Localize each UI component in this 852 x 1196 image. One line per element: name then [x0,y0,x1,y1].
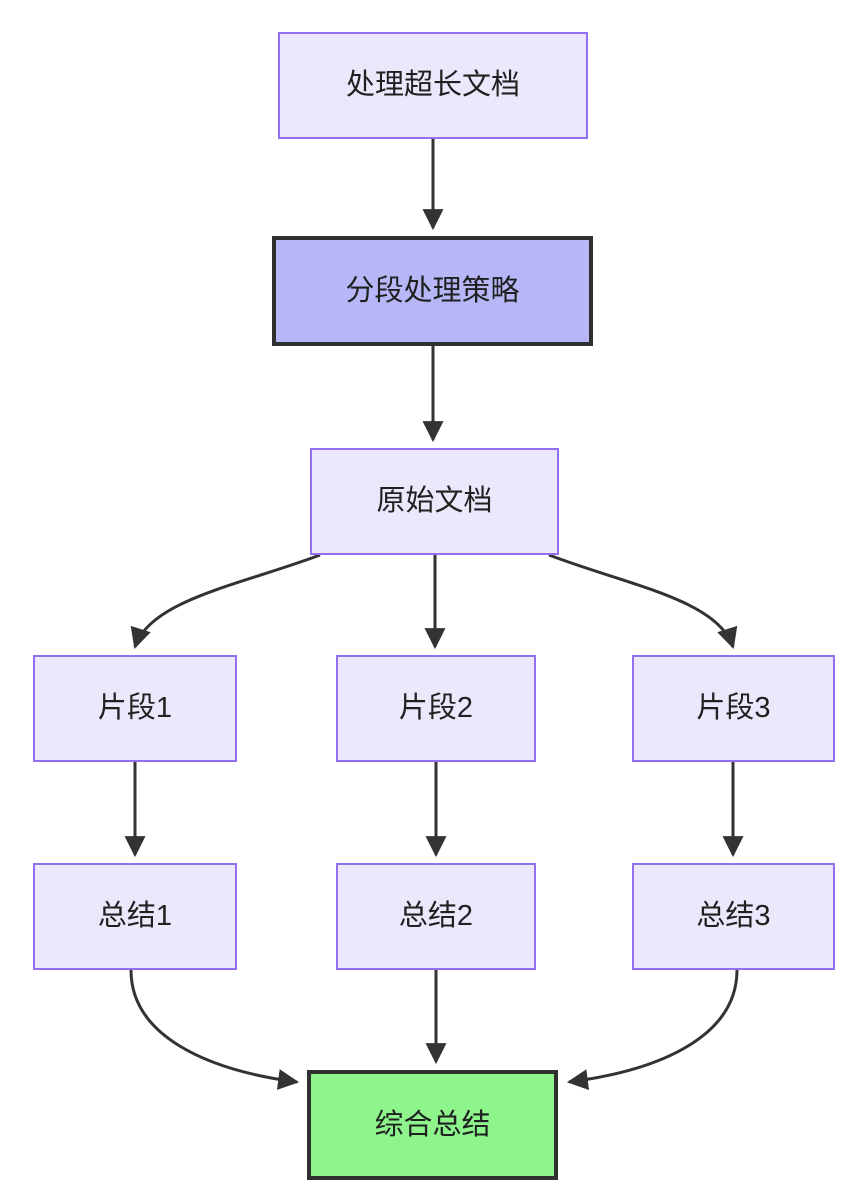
node-fragment-3[interactable]: 片段3 [632,655,835,762]
node-summary-2-label: 总结2 [398,900,474,933]
node-summary-3-label: 总结3 [696,900,771,933]
node-fragment-1[interactable]: 片段1 [33,655,237,762]
node-fragment-3-label: 片段3 [696,692,771,725]
node-source-label: 原始文档 [376,485,493,518]
node-summary-1[interactable]: 总结1 [33,863,237,970]
node-summary-3[interactable]: 总结3 [632,863,835,970]
edge-sum3-to-final [566,969,739,1091]
node-final-summary-label: 综合总结 [374,1108,491,1141]
node-fragment-2-label: 片段2 [398,692,474,725]
node-summary-2[interactable]: 总结2 [336,863,536,970]
node-final-summary[interactable]: 综合总结 [307,1070,558,1180]
node-strategy[interactable]: 分段处理策略 [272,236,593,346]
edge-source-to-frag1 [130,553,321,649]
node-fragment-2[interactable]: 片段2 [336,655,536,762]
node-strategy-label: 分段处理策略 [345,274,520,307]
node-start-label: 处理超长文档 [345,69,520,102]
node-summary-1-label: 总结1 [97,900,173,933]
node-fragment-1-label: 片段1 [97,692,173,725]
node-source-document[interactable]: 原始文档 [310,448,559,555]
edge-sum1-to-final [129,969,300,1090]
edge-source-to-frag3 [548,553,738,649]
node-start[interactable]: 处理超长文档 [278,32,588,139]
